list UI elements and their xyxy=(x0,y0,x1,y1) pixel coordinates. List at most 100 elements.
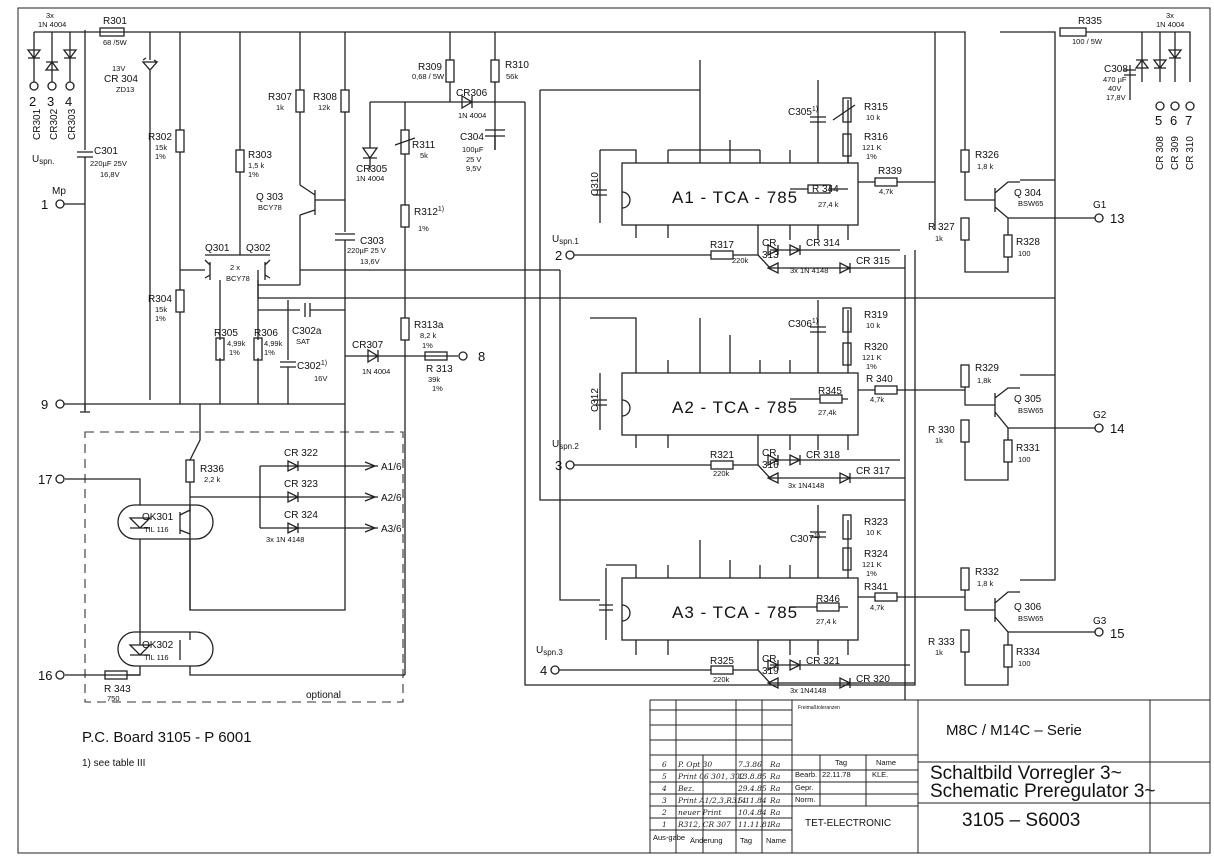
uspn3-label: Uspn.3 xyxy=(536,645,563,657)
c304-voltage: 25 V xyxy=(466,155,481,164)
r307-value: 1k xyxy=(276,103,284,112)
a3-label: A3 - TCA - 785 xyxy=(672,603,798,622)
terminal-13: 13 xyxy=(1110,211,1124,226)
q306-type: BSW65 xyxy=(1018,614,1043,623)
rev-change: Print A1/2,3,R314 xyxy=(677,796,746,805)
cr-types-2: 3x 1N4148 xyxy=(788,481,824,490)
uspn2-label: Uspn.2 xyxy=(552,439,579,451)
r315-label: R315 xyxy=(864,102,888,113)
cr-types-3: 3x 1N4148 xyxy=(790,686,826,695)
cr309-label: CR 309 xyxy=(1170,136,1181,170)
title-block: Freimaßtoleranzen M8C / M14C – Serie Sch… xyxy=(649,699,1210,853)
r333-value: 1k xyxy=(935,648,943,657)
r306-label: R306 xyxy=(254,328,278,339)
r303-value: 1,5 k xyxy=(248,161,265,170)
uspn-label: Uspn. xyxy=(32,154,54,166)
terminal-4: 4 xyxy=(65,94,72,109)
q301-2x: 2 x xyxy=(230,263,240,272)
c302a-value: SAT xyxy=(296,337,310,346)
company-name: TET-ELECTRONIC xyxy=(805,818,891,829)
uspn-networks xyxy=(524,89,916,700)
amp-block-a2 xyxy=(590,300,965,465)
cr324-label: CR 324 xyxy=(284,510,318,521)
r343-label: R 343 xyxy=(104,684,131,695)
bearb-date: 22.11.78 xyxy=(822,770,851,779)
r316-value: 121 K xyxy=(862,143,882,152)
rev-change: R312, CR 307 xyxy=(677,820,731,829)
a36-label: A3/6 xyxy=(381,524,402,535)
g3-label: G3 xyxy=(1093,616,1107,627)
aenderung-header: Änderung xyxy=(690,836,723,845)
series-title: M8C / M14C – Serie xyxy=(946,722,1082,739)
r313a-value: 8,2 k xyxy=(420,331,437,340)
bearb-name: KLE. xyxy=(872,770,888,779)
c303-value: 220µF 25 V xyxy=(347,246,386,255)
r313-label: R 313 xyxy=(426,364,453,375)
terminal-6: 6 xyxy=(1170,113,1177,128)
labels: 3x 1N 4004 2 3 4 CR301 CR302 CR303 Uspn.… xyxy=(29,11,1196,769)
r336-label: R336 xyxy=(200,464,224,475)
r324-value: 121 K xyxy=(862,560,882,569)
c308-voltage: 40V xyxy=(1108,84,1121,93)
bearb-label: Bearb. xyxy=(795,770,817,779)
r320-value: 121 K xyxy=(862,353,882,362)
terminal-15: 15 xyxy=(1110,626,1124,641)
c308-voltage2: 17,8V xyxy=(1106,93,1126,102)
r323-value: 10 K xyxy=(866,528,881,537)
terminal-3: 3 xyxy=(47,94,54,109)
rev-change: Print 06 301, 302 xyxy=(677,772,745,781)
q302-label: Q302 xyxy=(246,243,271,254)
r311-value: 5k xyxy=(420,151,428,160)
cr305-type: 1N 4004 xyxy=(356,174,384,183)
q303-label: Q 303 xyxy=(256,192,284,203)
terminal-1: 1 xyxy=(41,197,48,212)
cr314-label: CR 314 xyxy=(806,238,840,249)
g2-label: G2 xyxy=(1093,410,1107,421)
cr315-label: CR 315 xyxy=(856,256,890,267)
ok301-type: TIL 116 xyxy=(144,525,169,534)
name-header: Name xyxy=(876,758,896,767)
r331-label: R331 xyxy=(1016,443,1040,454)
terminal-14: 14 xyxy=(1110,421,1124,436)
q306-label: Q 306 xyxy=(1014,602,1042,613)
cr322-type: 3x 1N 4148 xyxy=(266,535,304,544)
pc-board-note: P.C. Board 3105 - P 6001 xyxy=(82,729,252,746)
r335-label: R335 xyxy=(1078,16,1102,27)
optional-label: optional xyxy=(306,690,341,701)
r313a-label: R313a xyxy=(414,320,444,331)
r315-value: 10 k xyxy=(866,113,880,122)
q301-type: BCY78 xyxy=(226,274,250,283)
rev-change: P. Opt 30 xyxy=(677,760,712,769)
rev-no: 5 xyxy=(662,772,667,781)
footnote: 1) see table III xyxy=(82,758,145,769)
cr313-label: CR xyxy=(762,238,776,249)
rev-change: Bez. xyxy=(677,784,694,793)
cr310-label: CR 310 xyxy=(1185,136,1196,170)
rev-no: 3 xyxy=(662,796,667,805)
rev-by: Ra xyxy=(769,784,780,793)
r328-value: 100 xyxy=(1018,249,1031,258)
terminal-2: 2 xyxy=(29,94,36,109)
cr320-label: CR 320 xyxy=(856,674,890,685)
cr318-label: CR 318 xyxy=(806,450,840,461)
uspn1-label: Uspn.1 xyxy=(552,234,579,246)
freimass-label: Freimaßtoleranzen xyxy=(798,705,840,711)
cr305-label: CR305 xyxy=(356,164,388,175)
c302-value: 16V xyxy=(314,374,327,383)
r326-value: 1,8 k xyxy=(977,162,994,171)
r345-value: 27,4k xyxy=(818,408,837,417)
cr306-label: CR306 xyxy=(456,88,488,99)
r324-label: R324 xyxy=(864,549,888,560)
cr319-label: CR xyxy=(762,654,776,665)
rev-by: Ra xyxy=(769,808,780,817)
r313-value: 39k xyxy=(428,375,440,384)
g1-label: G1 xyxy=(1093,200,1107,211)
r308-label: R308 xyxy=(313,92,337,103)
r306-tol: 1% xyxy=(264,348,275,357)
q303-type: BCY78 xyxy=(258,203,282,212)
r320-label: R320 xyxy=(864,342,888,353)
r329-label: R329 xyxy=(975,363,999,374)
r316-label: R316 xyxy=(864,132,888,143)
cr306-type: 1N 4004 xyxy=(458,111,486,120)
